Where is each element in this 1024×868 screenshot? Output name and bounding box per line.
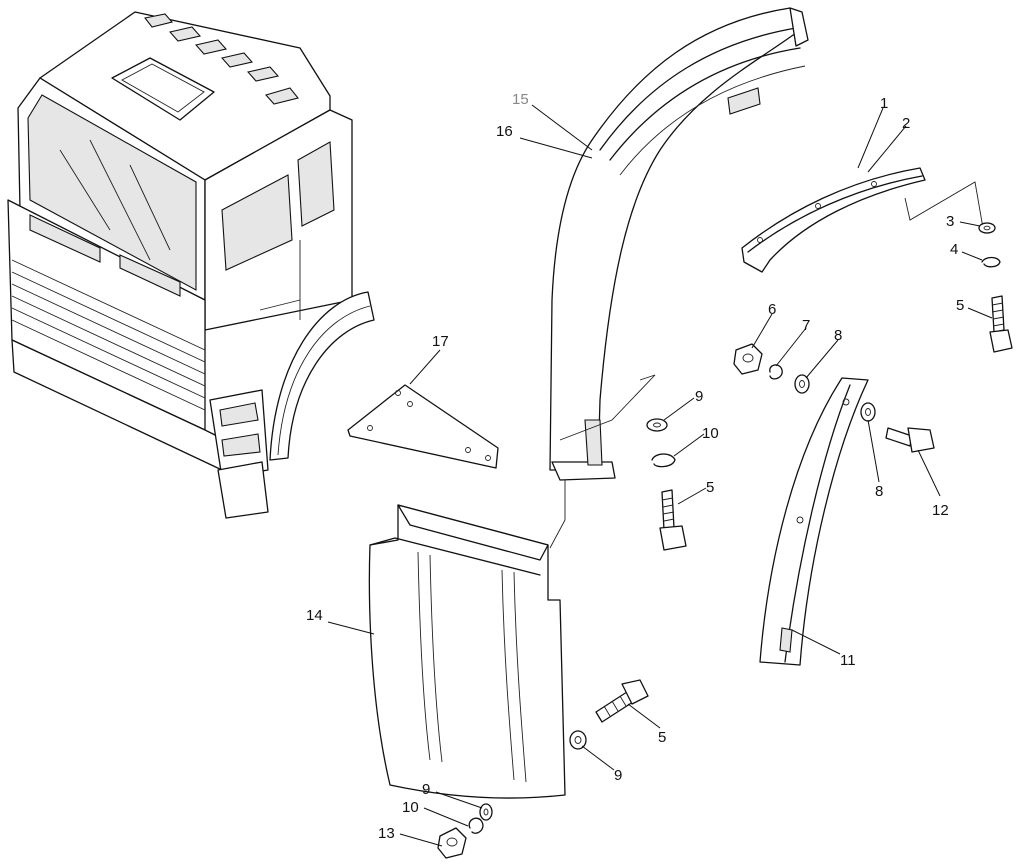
callout-9-bottom: 9 xyxy=(422,781,430,798)
lock-washer-7-icon xyxy=(769,364,783,380)
clip-10-bottom-icon xyxy=(468,817,484,834)
part-15-16-fender xyxy=(549,7,809,481)
part-11-strip xyxy=(759,377,869,666)
nut-13-icon xyxy=(437,827,467,859)
callout-5-middle: 5 xyxy=(706,479,714,496)
hardware-parts xyxy=(437,222,1013,859)
callout-16: 16 xyxy=(496,123,513,140)
cab-steps xyxy=(209,389,269,519)
part-14-mudflap xyxy=(368,480,566,799)
bolt-12-icon xyxy=(885,427,935,453)
roof-vents xyxy=(144,13,299,105)
callout-8-top: 8 xyxy=(834,327,842,344)
bolt-5-lower-icon xyxy=(595,679,649,723)
callout-10-bottom: 10 xyxy=(402,799,419,816)
washer-9-lower-icon xyxy=(569,730,587,750)
part-1-2-bracket xyxy=(741,167,984,273)
callout-5-lower: 5 xyxy=(658,729,666,746)
part-17-plate xyxy=(347,384,499,469)
callout-17: 17 xyxy=(432,333,449,350)
nut-6-icon xyxy=(733,343,763,375)
callout-13: 13 xyxy=(378,825,395,842)
clip-10-middle-icon xyxy=(651,453,676,468)
washer-9-middle-icon xyxy=(646,418,668,432)
truck-cab xyxy=(7,11,375,519)
callout-3: 3 xyxy=(946,213,954,230)
callout-9-middle: 9 xyxy=(695,388,703,405)
bolt-5-middle-icon xyxy=(659,489,687,551)
front-grille xyxy=(11,259,206,411)
callout-4: 4 xyxy=(950,241,958,258)
washer-8-top-icon xyxy=(794,374,810,394)
callout-labels: 15 16 1 2 3 4 5 6 7 8 17 9 10 5 8 12 14 … xyxy=(306,91,964,842)
clip-4-icon xyxy=(981,256,1001,268)
callout-10-middle: 10 xyxy=(702,425,719,442)
sunroof-hatch xyxy=(111,57,215,121)
callout-5-right: 5 xyxy=(956,297,964,314)
callout-1: 1 xyxy=(880,95,888,112)
callout-6: 6 xyxy=(768,301,776,318)
washer-9-bottom-icon xyxy=(479,803,493,821)
callout-11: 11 xyxy=(840,652,856,669)
quarter-window xyxy=(297,141,335,227)
callout-7: 7 xyxy=(802,317,810,334)
cab-wheel-arch xyxy=(269,291,375,461)
callout-14: 14 xyxy=(306,607,323,624)
washer-8-right-icon xyxy=(860,402,876,422)
bolt-5-right-icon xyxy=(989,295,1013,353)
callout-15: 15 xyxy=(512,91,529,108)
washer-3-icon xyxy=(978,222,996,234)
callout-8-right: 8 xyxy=(875,483,883,500)
side-window xyxy=(221,174,293,271)
callout-12: 12 xyxy=(932,502,949,519)
leader-lines xyxy=(327,104,993,847)
windshield xyxy=(27,94,197,291)
callout-9-lower: 9 xyxy=(614,767,622,784)
callout-2: 2 xyxy=(902,115,910,132)
